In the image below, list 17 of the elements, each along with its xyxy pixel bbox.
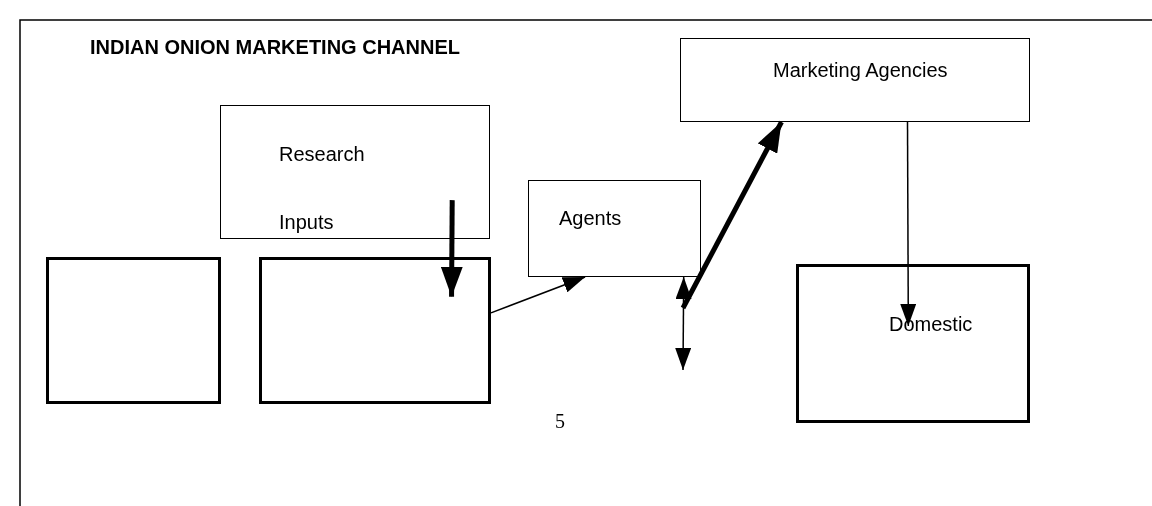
- process-box: [220, 105, 490, 239]
- arrow: [900, 121, 917, 327]
- arrow: [490, 276, 586, 314]
- node-label: Marketing Agencies: [773, 59, 948, 82]
- arrow: [680, 120, 784, 310]
- arrow: [440, 200, 463, 297]
- node-label: Domestic: [889, 313, 973, 336]
- process-box: [528, 180, 701, 277]
- arrow: [675, 276, 692, 371]
- process-box: [680, 38, 1030, 122]
- diagram-title: INDIAN ONION MARKETING CHANNEL: [90, 36, 460, 59]
- empty-box: [259, 257, 491, 404]
- node-label: Agents: [559, 207, 622, 230]
- node-label: Research Inputs: [279, 142, 366, 235]
- empty-box: [46, 257, 221, 404]
- process-box: [796, 264, 1030, 423]
- page-number: 5: [555, 410, 565, 433]
